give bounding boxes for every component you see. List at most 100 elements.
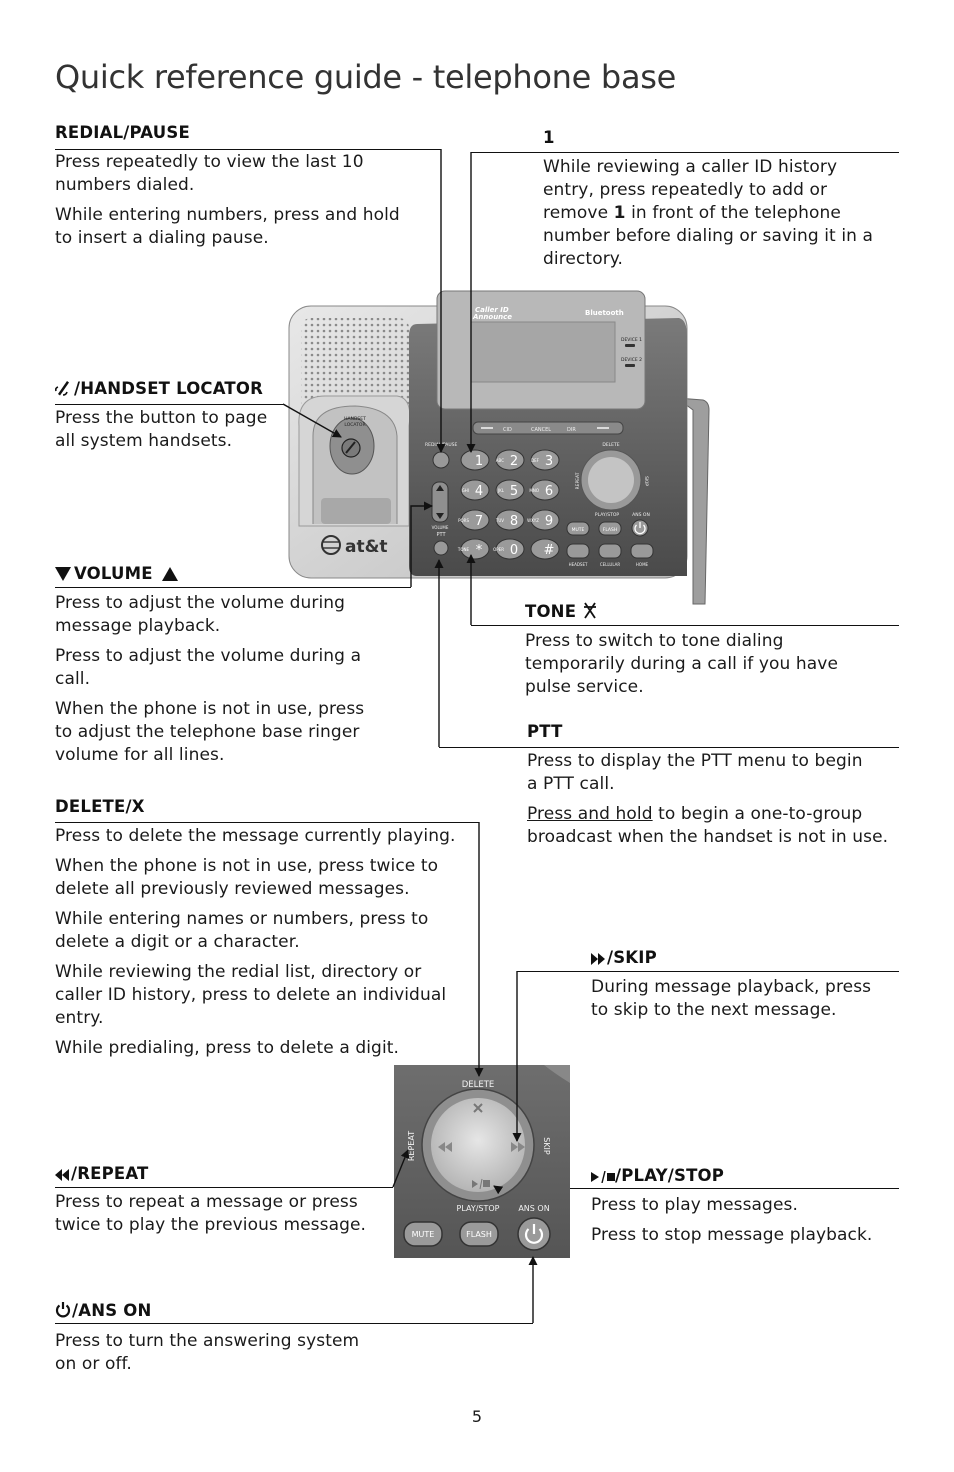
keypad-key-letters: JKL bbox=[497, 488, 505, 493]
handset-locator-label-1: HANDSET bbox=[344, 416, 366, 422]
keypad-key-digit: 0 bbox=[510, 543, 518, 558]
keypad-key-digit: 4 bbox=[475, 484, 483, 499]
volume-rule bbox=[55, 587, 411, 588]
play-stop-rule bbox=[497, 1188, 899, 1189]
keypad-key-letters: WXYZ bbox=[527, 518, 539, 523]
keypad-key-digit: 8 bbox=[510, 514, 518, 529]
ans-on-rule bbox=[55, 1323, 533, 1324]
repeat-heading: /REPEAT bbox=[55, 1164, 149, 1183]
device2-label: DEVICE 2 bbox=[621, 357, 642, 363]
delete-desc-1: Press to delete the message currently pl… bbox=[55, 826, 456, 846]
keypad-key bbox=[495, 509, 525, 531]
keypad-key bbox=[530, 538, 560, 560]
repeat-zoom-label: REPEAT bbox=[407, 1131, 416, 1161]
skip-base-label: SKIP bbox=[643, 476, 649, 486]
delete-heading: DELETE/X bbox=[55, 797, 145, 816]
delete-desc-2: When the phone is not in use, press twic… bbox=[55, 856, 439, 899]
keypad-key-letters: DEF bbox=[531, 458, 540, 463]
delete-rule bbox=[55, 822, 479, 823]
dir-softkey-label: DIR bbox=[567, 427, 576, 433]
volume-desc-3: When the phone is not in use, press to a… bbox=[55, 699, 365, 765]
keypad-key-letters: PQRS bbox=[458, 518, 469, 523]
delete-desc-4: While reviewing the redial list, directo… bbox=[55, 962, 447, 1028]
play-stop-zoom-label: PLAY/STOP bbox=[457, 1204, 500, 1213]
ans-on-base-label: ANS ON bbox=[632, 512, 650, 518]
handset-locator-desc: Press the button to page all system hand… bbox=[55, 408, 268, 451]
cancel-softkey-label: CANCEL bbox=[531, 427, 551, 433]
keypad-key-digit: 2 bbox=[510, 454, 518, 469]
tone-rule bbox=[471, 625, 899, 626]
keypad-key bbox=[530, 479, 560, 501]
mute-zoom-label: MUTE bbox=[412, 1230, 435, 1239]
keypad-key bbox=[495, 449, 525, 471]
fast-forward-icon bbox=[591, 953, 605, 965]
answering-controls-closeup: DELETE REPEAT SKIP PLAY/STOP ANS ON MUTE… bbox=[394, 1065, 570, 1258]
power-icon bbox=[55, 1302, 71, 1318]
delete-desc-5: While predialing, press to delete a digi… bbox=[55, 1038, 400, 1058]
play-stop-icon bbox=[591, 1171, 615, 1183]
ptt-label: PTT bbox=[436, 532, 446, 538]
handset-locator-label-2: LOCATOR bbox=[344, 422, 365, 428]
keypad-key-letters: MNO bbox=[529, 488, 539, 493]
keypad-key-letters: TUV bbox=[495, 518, 504, 523]
keypad-key-digit: 9 bbox=[545, 514, 553, 529]
mute-base-label: MUTE bbox=[572, 527, 585, 533]
volume-down-icon bbox=[55, 567, 71, 581]
tone-desc: Press to switch to tone dialing temporar… bbox=[525, 631, 839, 697]
volume-desc-1: Press to adjust the volume during messag… bbox=[55, 593, 346, 636]
keypad-key-digit: 5 bbox=[510, 484, 518, 499]
keypad-key-digit: * bbox=[476, 543, 483, 558]
volume-desc-2: Press to adjust the volume during a call… bbox=[55, 646, 362, 689]
skip-desc: During message playback, press to skip t… bbox=[591, 977, 872, 1020]
keypad-key bbox=[495, 479, 525, 501]
telephone-base-illustration: HANDSET LOCATOR at&t Caller ID Announce … bbox=[288, 290, 710, 605]
keypad-key-digit: 1 bbox=[475, 454, 483, 469]
keypad-key-digit: 3 bbox=[545, 454, 553, 469]
ptt-rule bbox=[439, 747, 899, 748]
redial-pause-heading: REDIAL/PAUSE bbox=[55, 123, 190, 142]
handset-locator-rule bbox=[55, 404, 283, 405]
bluetooth-label: Bluetooth bbox=[585, 309, 624, 317]
redial-pause-rule bbox=[55, 149, 441, 150]
keypad-key-digit: 7 bbox=[475, 514, 483, 529]
tone-star-icon bbox=[584, 602, 597, 619]
brand-logo: at&t bbox=[345, 537, 388, 557]
repeat-desc: Press to repeat a message or press twice… bbox=[55, 1192, 367, 1235]
cellular-base-label: CELLULAR bbox=[600, 562, 621, 567]
play-stop-heading: /PLAY/STOP bbox=[591, 1166, 724, 1185]
cid-softkey-label: CID bbox=[503, 427, 512, 433]
volume-label: VOLUME bbox=[432, 525, 449, 530]
keypad-key-letters: GHI bbox=[462, 488, 469, 493]
keypad-key bbox=[530, 449, 560, 471]
ptt-heading: PTT bbox=[527, 722, 563, 741]
keypad-key-letters: TONE bbox=[457, 547, 470, 552]
keypad-key bbox=[460, 509, 490, 531]
keypad-key-digit: 6 bbox=[545, 484, 553, 499]
handset-locator-heading: /HANDSET LOCATOR bbox=[55, 379, 263, 398]
keypad-key-letters: OPER bbox=[493, 547, 504, 552]
delete-base-label: DELETE bbox=[602, 442, 619, 448]
key-one-desc: While reviewing a caller ID history entr… bbox=[543, 157, 874, 269]
skip-heading: /SKIP bbox=[591, 948, 657, 967]
delete-zoom-label: DELETE bbox=[462, 1080, 495, 1090]
redial-pause-desc-1: Press repeatedly to view the last 10 num… bbox=[55, 152, 364, 195]
ans-on-zoom-label: ANS ON bbox=[518, 1204, 549, 1213]
delete-desc-3: While entering names or numbers, press t… bbox=[55, 909, 429, 952]
redial-pause-desc-2: While entering numbers, press and hold t… bbox=[55, 205, 400, 248]
volume-heading: VOLUME bbox=[55, 564, 181, 583]
redial-pause-label: REDIAL/PAUSE bbox=[425, 442, 458, 448]
caller-id-label-1: Caller ID bbox=[475, 306, 509, 314]
keypad-key-digit: # bbox=[544, 543, 555, 558]
repeat-base-label: REPEAT bbox=[575, 472, 581, 489]
play-stop-desc-1: Press to play messages. bbox=[591, 1195, 798, 1215]
home-base-label: HOME bbox=[636, 562, 649, 567]
play-stop-base-label: PLAY/STOP bbox=[595, 512, 619, 518]
rewind-icon bbox=[55, 1169, 69, 1181]
flash-zoom-label: FLASH bbox=[466, 1230, 492, 1239]
handset-locator-icon bbox=[55, 381, 69, 396]
keypad-key bbox=[495, 538, 525, 560]
key-one-rule bbox=[471, 152, 899, 153]
headset-base-label: HEADSET bbox=[569, 562, 588, 567]
ptt-desc-2: Press and hold to begin a one-to-group b… bbox=[527, 804, 889, 847]
